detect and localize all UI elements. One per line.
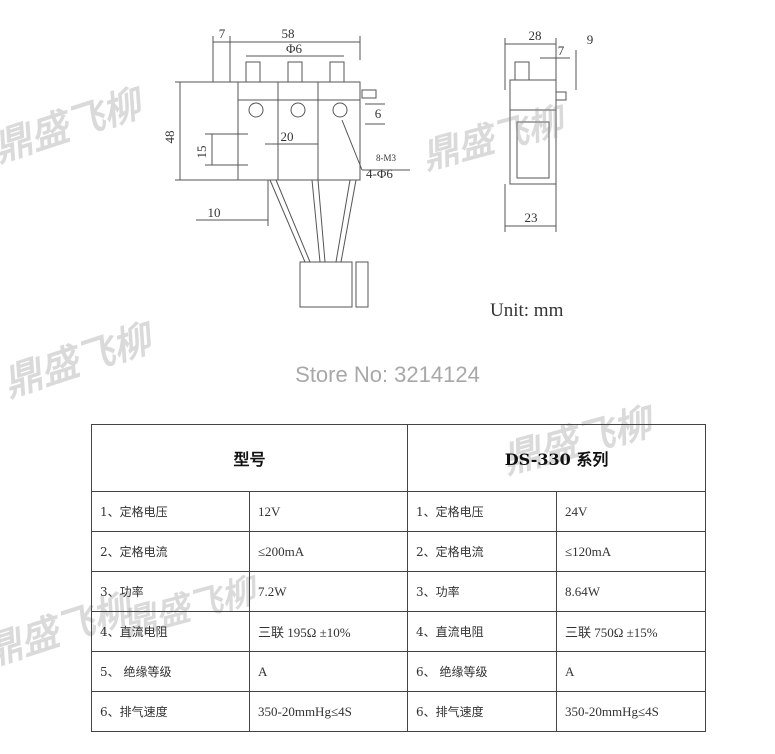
technical-drawing: 7 58 Φ6 48 15 20 6 8-M3 4-Φ6 10 28 7 9 2… bbox=[0, 0, 775, 350]
row-value-right: 8.64W bbox=[556, 571, 707, 612]
dim-23: 23 bbox=[525, 210, 538, 225]
dim-15: 15 bbox=[194, 146, 209, 159]
side-nozzle bbox=[514, 61, 530, 81]
row-label-right: 3、功率 bbox=[407, 571, 558, 612]
side-body-top bbox=[509, 79, 557, 111]
dim-7-side: 7 bbox=[558, 43, 565, 58]
row-value-left: 三联 195Ω ±10% bbox=[248, 611, 409, 652]
row-value-left: 7.2W bbox=[248, 571, 409, 612]
table-row: 4、直流电阻 三联 195Ω ±10% 4、直流电阻 三联 750Ω ±15% bbox=[91, 611, 707, 652]
row-value-right: 24V bbox=[556, 491, 707, 532]
dim-28: 28 bbox=[529, 28, 542, 43]
unit-label: Unit: mm bbox=[490, 300, 564, 321]
row-label-left: 1、定格电压 bbox=[91, 491, 250, 532]
front-body-outline bbox=[237, 81, 361, 181]
nozzle-1 bbox=[245, 61, 261, 83]
row-value-right: ≤120mA bbox=[556, 531, 707, 572]
connector-block bbox=[299, 261, 353, 308]
table-row: 3、功率 7.2W 3、功率 8.64W bbox=[91, 571, 707, 612]
row-label-right: 2、定格电流 bbox=[407, 531, 558, 572]
row-value-right: 350-20mmHg≤4S bbox=[556, 691, 707, 732]
row-value-left: 350-20mmHg≤4S bbox=[248, 691, 409, 732]
store-number: Store No: 3214124 bbox=[295, 362, 480, 387]
valve-drawing-svg: 7 58 Φ6 48 15 20 6 8-M3 4-Φ6 10 28 7 9 2… bbox=[162, 26, 594, 321]
row-value-right: A bbox=[556, 651, 707, 692]
side-body-bottom bbox=[509, 109, 557, 185]
row-label-left: 6、排气速度 bbox=[91, 691, 250, 732]
table-row: 2、定格电流 ≤200mA 2、定格电流 ≤120mA bbox=[91, 531, 707, 572]
dim-9: 9 bbox=[587, 32, 594, 47]
header-series: DS-330 系列 bbox=[407, 424, 707, 492]
row-label-right: 6、 绝缘等级 bbox=[407, 651, 558, 692]
row-value-right: 三联 750Ω ±15% bbox=[556, 611, 707, 652]
dim-4-phi6: 4-Φ6 bbox=[366, 166, 393, 181]
row-label-right: 6、排气速度 bbox=[407, 691, 558, 732]
row-value-left: A bbox=[248, 651, 409, 692]
dim-20: 20 bbox=[281, 129, 294, 144]
row-label-left: 3、功率 bbox=[91, 571, 250, 612]
dim-48: 48 bbox=[162, 131, 177, 144]
row-value-left: 12V bbox=[248, 491, 409, 532]
header-model: 型号 bbox=[90, 424, 409, 492]
row-label-left: 5、 绝缘等级 bbox=[91, 651, 250, 692]
row-label-right: 1、定格电压 bbox=[407, 491, 558, 532]
dim-58: 58 bbox=[282, 26, 295, 41]
spec-table: 型号 DS-330 系列 1、定格电压 12V 1、定格电压 24V 2、定格电… bbox=[90, 424, 707, 732]
dim-phi6: Φ6 bbox=[286, 41, 303, 56]
table-header-row: 型号 DS-330 系列 bbox=[90, 424, 707, 492]
dim-10: 10 bbox=[208, 205, 221, 220]
dim-6: 6 bbox=[375, 106, 382, 121]
table-row: 6、排气速度 350-20mmHg≤4S 6、排气速度 350-20mmHg≤4… bbox=[91, 691, 707, 732]
row-value-left: ≤200mA bbox=[248, 531, 409, 572]
row-label-left: 4、直流电阻 bbox=[91, 611, 250, 652]
row-label-right: 4、直流电阻 bbox=[407, 611, 558, 652]
nozzle-3 bbox=[329, 61, 345, 83]
nozzle-2 bbox=[287, 61, 303, 83]
table-row: 5、 绝缘等级 A 6、 绝缘等级 A bbox=[91, 651, 707, 692]
table-row: 1、定格电压 12V 1、定格电压 24V bbox=[91, 491, 707, 532]
row-label-left: 2、定格电流 bbox=[91, 531, 250, 572]
dim-7-front: 7 bbox=[219, 26, 226, 41]
dim-8-m3: 8-M3 bbox=[376, 153, 396, 163]
